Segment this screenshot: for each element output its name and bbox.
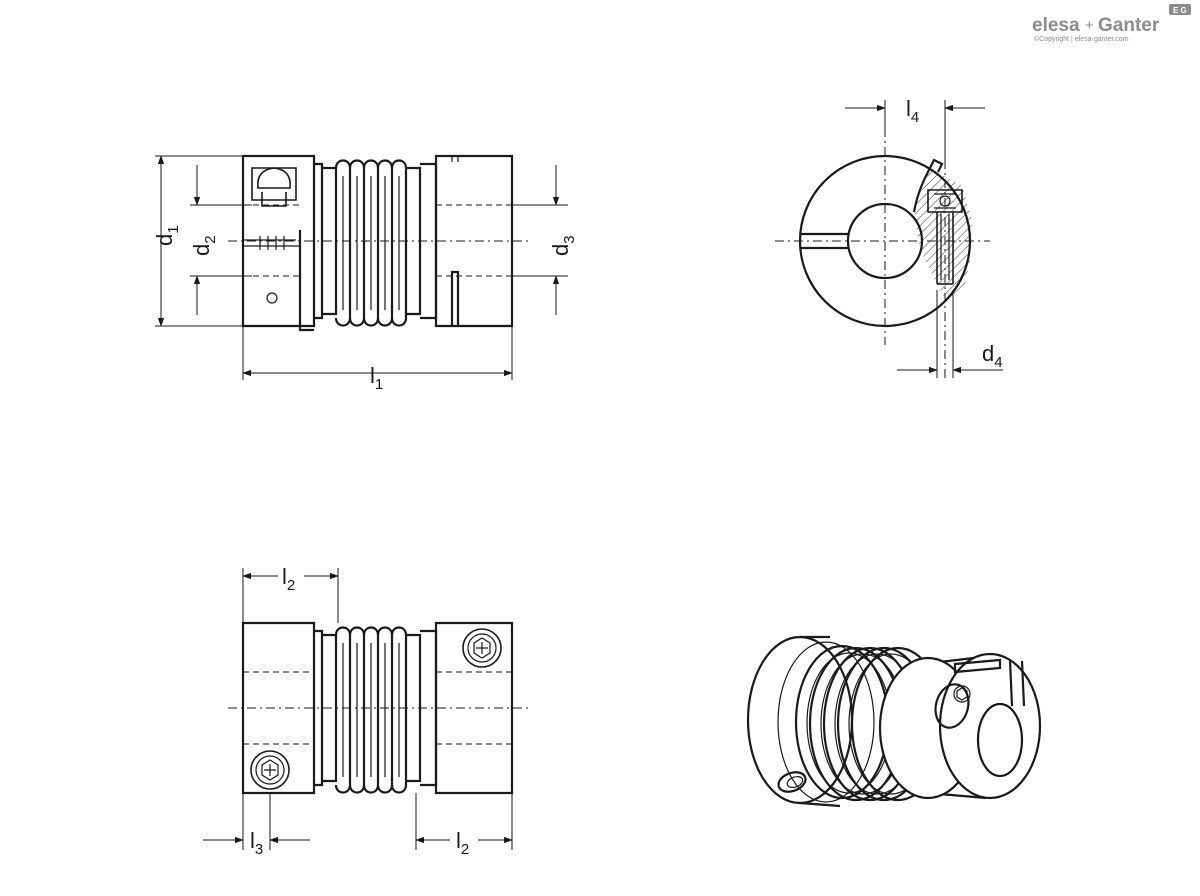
label-d4-main: d [982, 341, 994, 366]
svg-text:d1: d1 [152, 225, 182, 246]
svg-text:d3: d3 [548, 235, 578, 256]
svg-text:l4: l4 [906, 96, 919, 126]
label-d2-sub: 2 [202, 235, 219, 243]
label-d1: d1 [152, 225, 182, 246]
end-view-section [775, 100, 1003, 380]
label-l4: l4 [906, 96, 919, 126]
label-d3-main: d [548, 244, 573, 256]
label-d1-main: d [152, 234, 177, 246]
label-l2-top-main: l [282, 564, 287, 589]
logo-copyright: ©Copyright | elesa-ganter.com [1034, 35, 1129, 43]
label-l3-sub: 3 [255, 841, 263, 858]
logo-brand-right: Ganter [1098, 15, 1160, 36]
logo-badge [1169, 4, 1191, 15]
label-l2-bottom-sub: 2 [461, 841, 469, 858]
svg-text:l2: l2 [282, 564, 295, 594]
label-d2: d2 [189, 235, 219, 256]
label-l2-top-sub: 2 [287, 577, 295, 594]
label-d4: d4 [982, 341, 1003, 371]
label-l2-bottom: l2 [456, 828, 469, 858]
svg-text:l1: l1 [370, 363, 383, 393]
side-view-clamp-hub [155, 154, 568, 380]
label-l4-main: l [906, 96, 911, 121]
label-l1-main: l [370, 363, 375, 388]
label-d3-sub: 3 [561, 235, 578, 243]
logo-badge-text: E G [1173, 6, 1187, 15]
label-l3: l3 [250, 828, 263, 858]
label-l2-bottom-main: l [456, 828, 461, 853]
label-d4-sub: 4 [994, 354, 1002, 371]
svg-text:d2: d2 [189, 235, 219, 256]
top-view-screw-hubs [203, 568, 530, 850]
svg-text:l2: l2 [456, 828, 469, 858]
svg-text:l3: l3 [250, 828, 263, 858]
svg-text:d4: d4 [982, 341, 1003, 371]
label-l2-top: l2 [282, 564, 295, 594]
label-d2-main: d [189, 244, 214, 256]
label-l4-sub: 4 [911, 109, 919, 126]
isometric-view [746, 635, 1042, 808]
label-d3: d3 [548, 235, 578, 256]
label-d1-sub: 1 [165, 225, 182, 233]
logo-brand-left: elesa [1032, 15, 1080, 36]
label-l3-main: l [250, 828, 255, 853]
logo-plus: + [1085, 17, 1094, 34]
label-l1: l1 [370, 363, 383, 393]
brand-logo: elesa + Ganter E G ©Copyright | elesa-ga… [1032, 4, 1191, 43]
label-l1-sub: 1 [375, 376, 383, 393]
